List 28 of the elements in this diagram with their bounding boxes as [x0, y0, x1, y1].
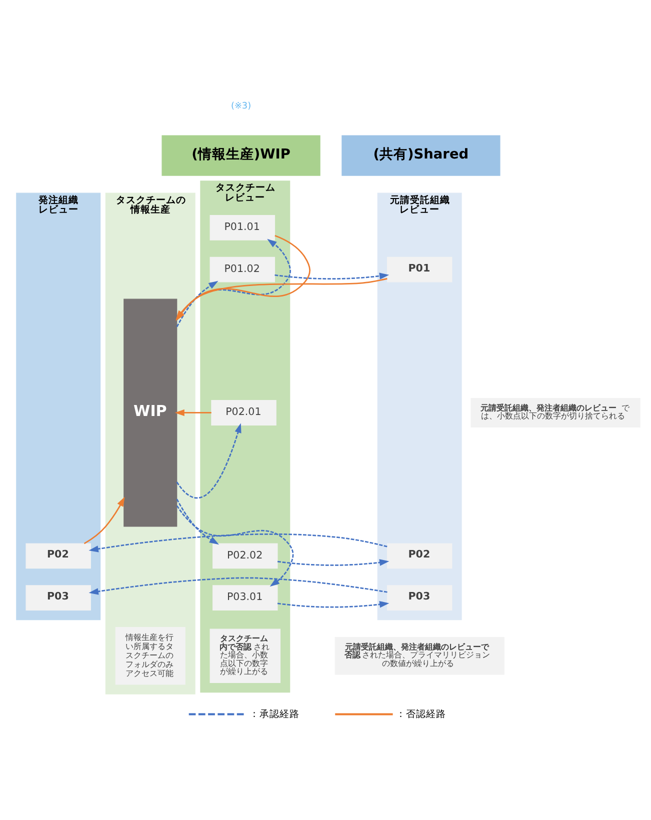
arrow [88, 577, 388, 595]
node-box: WIP [124, 298, 178, 527]
node-box: P02.01 [211, 400, 276, 426]
arrow [277, 601, 390, 608]
node-box: 情報生産を行い所属するタスクチームのフォルダのみアクセス可能 [115, 627, 186, 685]
label: (※3) [230, 101, 252, 112]
node-box: P02 [386, 543, 452, 569]
node-box: P02 [26, 543, 91, 569]
node-box: P01 [386, 256, 452, 282]
node-box: P03 [26, 585, 91, 611]
node-box: P03 [386, 585, 452, 611]
node-box: (共有)Shared [342, 135, 500, 176]
arrow [176, 498, 219, 545]
arrow [84, 496, 125, 544]
node-box: P02.02 [212, 543, 278, 569]
arrow [277, 559, 390, 566]
legend-label: ：承認経路 [250, 708, 300, 720]
node-box: P03.01 [212, 585, 278, 611]
node-box: P01.01 [210, 214, 276, 240]
node-box: (情報生産)WIP [162, 135, 320, 176]
arrow [174, 409, 212, 416]
arrow [176, 505, 294, 587]
node-box: タスクチーム内で否認された場合、小数点以下の数字が繰り上がる [210, 628, 281, 683]
arrow [274, 272, 390, 280]
arrow [88, 533, 388, 552]
arrow [176, 423, 242, 499]
node-box: P01.02 [210, 256, 276, 282]
legend-label: ：否認経路 [396, 708, 446, 720]
